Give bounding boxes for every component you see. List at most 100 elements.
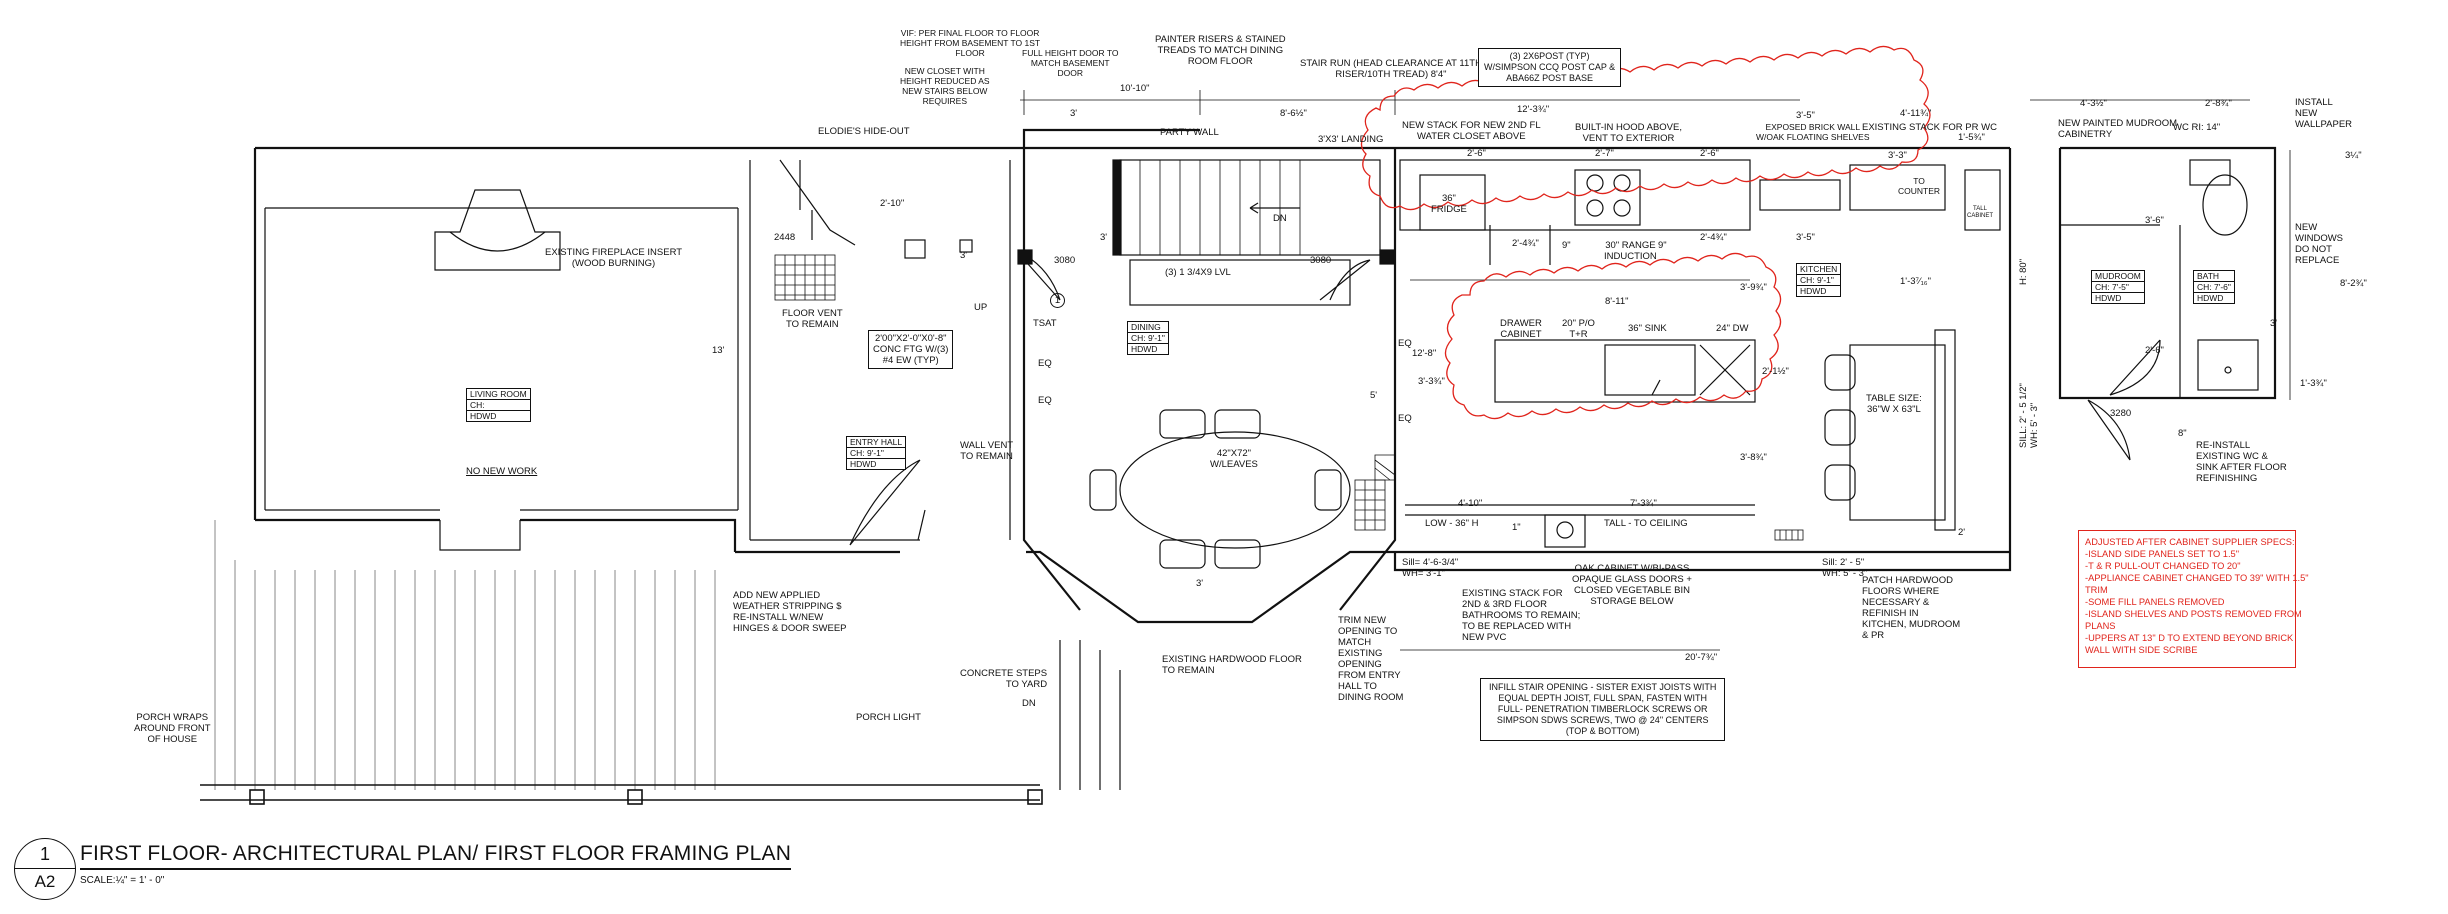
dim-2-4: 2'-4¾" bbox=[1512, 238, 1539, 249]
dim-3-5b: 3'-5" bbox=[1796, 232, 1815, 243]
note-range: 30" RANGE INDUCTION bbox=[1604, 240, 1657, 262]
revision-note-line: -APPLIANCE CABINET CHANGED TO 39" WITH 1… bbox=[2085, 573, 2309, 583]
note-lvl: (3) 1 3/4X9 LVL bbox=[1165, 267, 1231, 278]
room-tag-bath: BATH CH: 7'-6" HDWD bbox=[2193, 270, 2235, 304]
note-full-height-door: FULL HEIGHT DOOR TO MATCH BASEMENT DOOR bbox=[1022, 48, 1119, 78]
dim-2-10: 2'-10" bbox=[880, 198, 905, 209]
revision-note-line: WALL WITH SIDE SCRIBE bbox=[2085, 645, 2198, 655]
note-new-painted-mudroom: NEW PAINTED MUDROOM CABINETRY bbox=[2058, 118, 2178, 140]
dim-12-8: 12'-8" bbox=[1412, 348, 1437, 359]
note-marker: 1 bbox=[1050, 293, 1065, 308]
dim-4-10: 4'-10" bbox=[1458, 498, 1483, 509]
dim-3-9: 3'-9¾" bbox=[1740, 282, 1767, 293]
drawing-title: FIRST FLOOR- ARCHITECTURAL PLAN/ FIRST F… bbox=[80, 842, 792, 870]
note-sill-right: SILL: 2' - 5 1/2" WH: 5' - 3" bbox=[2018, 383, 2040, 448]
door-tag-2448: 2448 bbox=[774, 232, 796, 243]
room-floor: HDWD bbox=[2095, 293, 2122, 303]
note-porch-light: PORCH LIGHT bbox=[856, 712, 921, 723]
note-dn-stair: DN bbox=[1273, 213, 1287, 224]
note-conc-footing: 2'00"X2'-0"X0'-8" CONC FTG W/(3) #4 EW (… bbox=[868, 330, 954, 369]
note-to-counter: TO COUNTER bbox=[1898, 176, 1941, 196]
note-low-36: LOW - 36" H bbox=[1425, 518, 1479, 529]
dim-8-11: 8'-11" bbox=[1605, 296, 1629, 307]
note-elodies-hideout: ELODIE'S HIDE-OUT bbox=[818, 126, 910, 137]
room-ceiling-height: CH: 9'-1" bbox=[1797, 275, 1841, 286]
dim-3-4: 3¼" bbox=[2345, 150, 2362, 161]
note-drawer-cabinet: DRAWER CABINET bbox=[1500, 318, 1542, 340]
note-floor-vent: FLOOR VENT TO REMAIN bbox=[782, 308, 843, 330]
note-exposed-brick: EXPOSED BRICK WALL W/OAK FLOATING SHELVE… bbox=[1756, 122, 1870, 142]
dim-1-5: 1'-5¾" bbox=[1958, 132, 1985, 143]
note-dining-table: 42"X72" W/LEAVES bbox=[1210, 448, 1258, 470]
dim-2-4b: 2'-4¾" bbox=[1700, 232, 1727, 243]
dim-2-7: 2'-7" bbox=[1595, 148, 1614, 159]
note-existing-hardwood: EXISTING HARDWOOD FLOOR TO REMAIN bbox=[1162, 654, 1302, 676]
note-vif: VIF: PER FINAL FLOOR TO FLOOR HEIGHT FRO… bbox=[900, 28, 1041, 58]
note-tall-ceiling: TALL - TO CEILING bbox=[1604, 518, 1688, 529]
room-name: MUDROOM bbox=[2092, 271, 2144, 282]
revision-notes-box: ADJUSTED AFTER CABINET SUPPLIER SPECS: -… bbox=[2078, 530, 2309, 668]
note-dn-steps: DN bbox=[1022, 698, 1036, 709]
note-reinstall-wc: RE-INSTALL EXISTING WC & SINK AFTER FLOO… bbox=[2196, 440, 2287, 484]
room-tag-living: LIVING ROOM CH: HDWD bbox=[466, 388, 531, 422]
note-wall-vent: WALL VENT TO REMAIN bbox=[960, 440, 1014, 462]
note-porch-wraps: PORCH WRAPS AROUND FRONT OF HOUSE bbox=[134, 712, 211, 745]
note-fireplace: EXISTING FIREPLACE INSERT (WOOD BURNING) bbox=[545, 247, 683, 269]
dim-7-3: 7'-3¾" bbox=[1630, 498, 1657, 509]
note-sink: 36" SINK bbox=[1628, 323, 1667, 334]
drawing-number: 1 bbox=[39, 844, 50, 864]
dim-3-front: 3' bbox=[1196, 578, 1204, 589]
note-painter-risers: PAINTER RISERS & STAINED TREADS TO MATCH… bbox=[1155, 34, 1286, 67]
dim-2: 2' bbox=[1958, 527, 1966, 538]
dim-8-6: 8'-6½" bbox=[1280, 108, 1307, 119]
note-patch-hardwood: PATCH HARDWOOD FLOORS WHERE NECESSARY & … bbox=[1862, 575, 1961, 641]
room-floor: HDWD bbox=[1800, 286, 1827, 296]
dim-2-6a: 2'-6" bbox=[1467, 148, 1486, 159]
drawing-scale: SCALE:¼" = 1' - 0" bbox=[80, 875, 165, 886]
note-new-stack: NEW STACK FOR NEW 2ND FL WATER CLOSET AB… bbox=[1402, 120, 1541, 142]
note-infill-stair: INFILL STAIR OPENING - SISTER EXIST JOIS… bbox=[1480, 678, 1726, 741]
room-tag-mudroom: MUDROOM CH: 7'-5" HDWD bbox=[2091, 270, 2145, 304]
dim-3-3v: 3'-3¾" bbox=[1418, 376, 1445, 387]
room-name: KITCHEN bbox=[1797, 264, 1841, 275]
door-tag-3080-b: 3080 bbox=[1310, 255, 1332, 266]
dim-2-8: 2'-8¾" bbox=[2205, 98, 2232, 109]
note-existing-stack-bath: EXISTING STACK FOR 2ND & 3RD FLOOR BATHR… bbox=[1462, 588, 1581, 643]
dim-3-top: 3' bbox=[1070, 108, 1078, 119]
note-install-wallpaper: INSTALL NEW WALLPAPER bbox=[2295, 97, 2353, 130]
dim-2-1: 2'-1½" bbox=[1762, 366, 1789, 377]
note-party-wall: PARTY WALL bbox=[1160, 127, 1219, 138]
room-floor: HDWD bbox=[470, 411, 497, 421]
dim-1: 1" bbox=[1512, 522, 1521, 533]
note-existing-stack-pr: EXISTING STACK FOR PR WC bbox=[1862, 122, 1997, 133]
note-built-in-hood: BUILT-IN HOOD ABOVE, VENT TO EXTERIOR bbox=[1575, 122, 1682, 144]
sheet-id: A2 bbox=[34, 872, 56, 891]
note-sill-left: Sill= 4'-6-3/4" WH= 3'-1" bbox=[1402, 557, 1459, 579]
note-post-box: (3) 2X6POST (TYP) W/SIMPSON CCQ POST CAP… bbox=[1478, 48, 1622, 87]
dim-13: 13' bbox=[712, 345, 725, 356]
revision-note-line: -ISLAND SHELVES AND POSTS REMOVED FROM bbox=[2085, 609, 2302, 619]
dim-4-11: 4'-11¾" bbox=[1900, 108, 1932, 119]
note-no-new-work: NO NEW WORK bbox=[466, 466, 538, 477]
drawing-number-bubble: 1 A2 bbox=[14, 838, 76, 900]
dim-9a: 9" bbox=[1562, 240, 1571, 251]
room-floor: HDWD bbox=[2197, 293, 2224, 303]
room-floor: HDWD bbox=[1131, 344, 1158, 354]
note-eq-1: EQ bbox=[1038, 358, 1052, 369]
dim-3-r: 3' bbox=[2270, 318, 2278, 329]
dim-2-6c: 2'-6" bbox=[2145, 345, 2164, 356]
dim-1-3: 1'-3⁷⁄₁₆" bbox=[1900, 276, 1931, 287]
dim-2-6b: 2'-6" bbox=[1700, 148, 1719, 159]
dim-1-3r: 1'-3¾" bbox=[2300, 378, 2327, 389]
note-wc-ri: WC RI: 14" bbox=[2173, 122, 2221, 133]
note-weather-stripping: ADD NEW APPLIED WEATHER STRIPPING $ RE-I… bbox=[733, 590, 847, 634]
dim-10-10: 10'-10" bbox=[1120, 83, 1150, 94]
note-sill-mid: Sill: 2' - 5" WH: 5' - 3" bbox=[1822, 557, 1868, 579]
dim-3-3: 3'-3" bbox=[1888, 150, 1907, 161]
note-po-tr: 20" P/O T+R bbox=[1562, 318, 1595, 340]
dim-3-mid2: 3' bbox=[1100, 232, 1108, 243]
room-ceiling-height: CH: bbox=[467, 400, 530, 411]
dim-3-5a: 3'-5" bbox=[1796, 110, 1815, 121]
note-new-closet: NEW CLOSET WITH HEIGHT REDUCED AS NEW ST… bbox=[900, 66, 990, 106]
note-oak-cabinet: OAK CABINET W/BI-PASS OPAQUE GLASS DOORS… bbox=[1572, 563, 1692, 607]
